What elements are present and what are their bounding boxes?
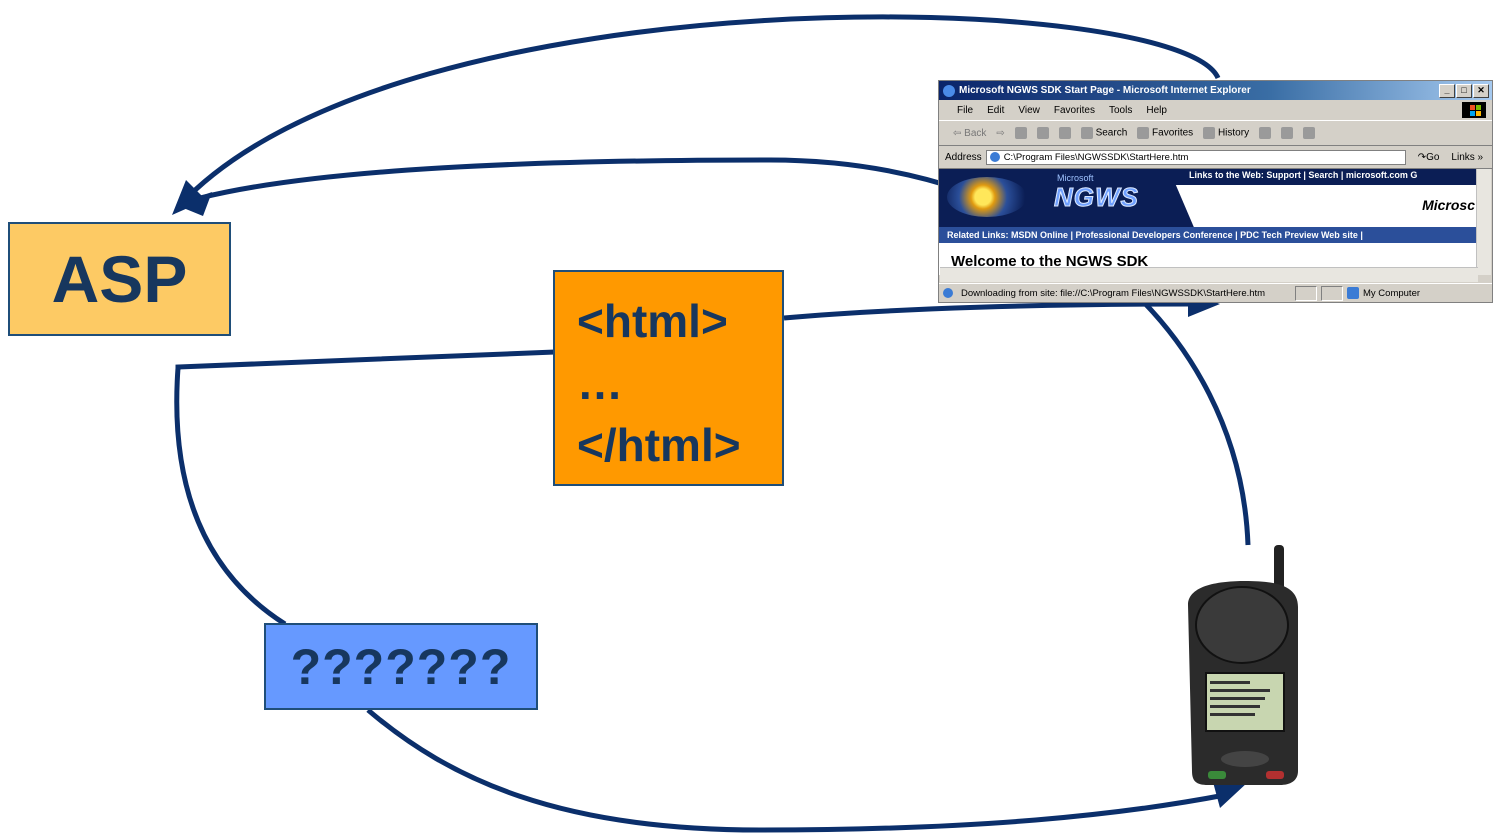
page-icon [989,152,1000,162]
stop-icon[interactable] [1014,127,1027,139]
arrowhead-phone [1213,782,1248,808]
asp-box: ASP [8,222,231,336]
close-button[interactable]: ✕ [1473,83,1489,98]
unknown-label: ??????? [290,638,512,695]
browser-toolbar: ⇦ Back ⇨ Search Favorites History [939,121,1492,146]
browser-title: Microsoft NGWS SDK Start Page - Microsof… [959,85,1251,96]
status-segment [1295,285,1317,301]
mobile-phone [1188,545,1298,785]
screen-line [1210,681,1250,684]
menu-tools[interactable]: Tools [1108,104,1133,116]
status-bar: Downloading from site: file://C:\Program… [939,283,1492,302]
search-icon [1080,127,1093,139]
links-button[interactable]: Links » [1451,151,1484,163]
status-segment [1321,285,1343,301]
status-zone: My Computer [1363,287,1421,299]
welcome-heading: Welcome to the NGWS SDK [951,253,1149,270]
back-button[interactable]: ⇦ Back [953,128,986,139]
talk-button [1208,771,1226,779]
computer-icon [1347,287,1359,299]
edit-icon[interactable] [1303,127,1316,139]
html-ellipsis: … [577,357,623,409]
status-text: Downloading from site: file://C:\Program… [961,287,1266,299]
browser-title-bar: Microsoft NGWS SDK Start Page - Microsof… [939,81,1492,100]
print-icon[interactable] [1281,127,1294,139]
html-open-tag: <html> [577,295,728,347]
search-button[interactable]: Search [1080,127,1128,139]
menu-help[interactable]: Help [1146,104,1167,116]
phone-nav-button [1221,751,1269,767]
arrow-unknown-to-phone [366,708,1226,833]
forward-icon[interactable]: ⇨ [996,127,1005,139]
arrow-phone-to-asp [199,157,1251,546]
ie-app-icon [943,84,955,97]
horizontal-scrollbar[interactable] [940,267,1478,282]
browser-window: Microsoft NGWS SDK Start Page - Microsof… [938,80,1493,303]
ngws-logo: NGWS [1054,182,1139,213]
line-asp-to-unknown [174,367,287,627]
screen-line [1210,697,1265,700]
html-close-tag: </html> [577,419,741,471]
history-button[interactable]: History [1203,127,1249,139]
favorites-label: Favorites [1152,127,1194,139]
go-label: Go [1426,151,1440,163]
history-label: History [1217,127,1250,139]
arrow-browser-to-asp [178,14,1221,207]
screen-line [1210,713,1255,716]
phone-earpiece [1195,586,1289,664]
address-label: Address [945,151,982,163]
related-links-bar[interactable]: Related Links: MSDN Online | Professiona… [939,227,1479,243]
address-input[interactable]: C:\Program Files\NGWSSDK\StartHere.htm [985,149,1406,165]
go-arrow-icon: ↷ [1417,151,1427,163]
screen-line [1210,705,1260,708]
menu-edit[interactable]: Edit [987,104,1005,116]
unknown-format-box: ??????? [264,623,538,710]
end-button [1266,771,1284,779]
menu-file[interactable]: File [957,104,974,116]
eye-graphic-icon [947,177,1027,217]
phone-screen-text [1210,681,1270,716]
microsoft-small-logo: Microsoft [1057,173,1094,183]
arrow-html-to-browser [783,301,1191,321]
status-page-icon [943,288,953,298]
browser-menu-bar: File Edit View Favorites Tools Help [939,100,1492,121]
browser-content: Microsoft NGWS Links to the Web: Support… [939,169,1479,275]
microsoft-logo: Microsc [1422,197,1475,213]
vertical-scrollbar[interactable] [1476,169,1491,275]
mail-icon[interactable] [1259,127,1272,139]
history-icon [1203,127,1216,139]
html-output-box: <html> … </html> [553,270,784,486]
windows-logo-icon [1462,102,1486,118]
go-button[interactable]: ↷Go [1418,152,1440,163]
search-label: Search [1095,127,1128,139]
menu-view[interactable]: View [1018,104,1040,116]
address-value: C:\Program Files\NGWSSDK\StartHere.htm [1003,151,1189,163]
line-asp-to-html [175,349,556,370]
address-bar: Address C:\Program Files\NGWSSDK\StartHe… [939,146,1492,169]
arrowhead-asp-mid [176,192,212,216]
favorites-icon [1137,127,1150,139]
window-buttons: _ □ ✕ [1439,83,1492,98]
minimize-button[interactable]: _ [1439,83,1455,98]
home-icon[interactable] [1058,127,1071,139]
back-label: Back [964,127,987,139]
refresh-icon[interactable] [1036,127,1049,139]
screen-line [1210,689,1270,692]
maximize-button[interactable]: □ [1456,83,1472,98]
banner-links-strip [1169,169,1479,185]
asp-label: ASP [51,242,188,316]
links-to-web[interactable]: Links to the Web: Support | Search | mic… [1189,170,1418,180]
favorites-button[interactable]: Favorites [1137,127,1193,139]
back-arrow-icon: ⇦ [953,127,962,139]
menu-favorites[interactable]: Favorites [1053,104,1095,116]
